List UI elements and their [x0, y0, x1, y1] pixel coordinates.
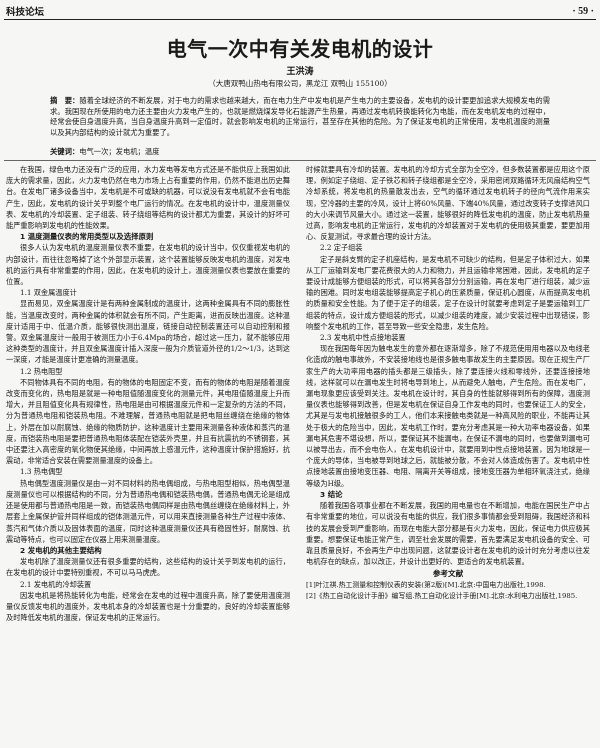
references-heading: 参考文献: [432, 569, 464, 579]
keywords-label: 关键词：: [50, 147, 80, 156]
author-affiliation: （大唐双鸭山热电有限公司，黑龙江 双鸭山 155100）: [208, 79, 392, 88]
body-paragraph: 时候就要具有冷却的装置。发电机的冷却方式全部为全空冷，但多数装置都是应用这个原理…: [306, 165, 590, 242]
body-paragraph: 很多人认为发电机的温度测量仪表不重要，在发电机的设计当中，仅仅重视发电机的内部设…: [6, 243, 290, 287]
running-head: 科技论坛 · 59 ·: [6, 4, 594, 19]
author-name: 王洪涛: [286, 67, 314, 77]
subsection-heading: 1.1 双金属温度计: [20, 288, 77, 298]
abstract-text: 随着全球经济的不断发展，对于电力的需求也越来越大，而在电力生产中发电机是产生电力…: [50, 96, 551, 137]
header-rule: [4, 19, 596, 20]
body-paragraph: 热电偶型温度测量仪是由一对不同材料的热电偶组成，与热电阻型相似，热电偶型温度测量…: [6, 478, 290, 544]
page-number: · 59 ·: [572, 5, 594, 17]
body-paragraph: 发电机除了温度测量仪还有很多重要的结构，这些结构的设计关乎到发电机的运行，在发电…: [6, 557, 290, 578]
subsection-heading: 1.3 热电偶型: [20, 467, 63, 477]
body-paragraph: 因发电机是将热能转化为电能，经常会在发电的过程中温度升高，除了要使用温度测量仪反…: [6, 590, 290, 623]
body-paragraph: 随着我国各项事业都在不断发展，我国的用电量也在不断增加，电能在国民生产中占有非常…: [306, 501, 590, 567]
reference-item: [2]《热工自动化设计手册》编写组.热工自动化设计手册[M].北京:水利电力出版…: [306, 591, 578, 600]
body-paragraph: 现在我国每年因为触电发生的意外都在逐渐增多，除了不规范使用用电器以及电线老化造成…: [306, 344, 590, 488]
abstract-label: 摘 要：: [50, 96, 80, 105]
reference-item: [1]叶江祺.热工测量和控制仪表的安装(第2版)[M].北京:中国电力出版社,1…: [306, 581, 546, 590]
body-paragraph: 显而易见，双金属温度计是有两种金属制成的温度计，这两种金属具有不同的膨胀性能，当…: [6, 299, 290, 365]
subsection-heading: 1.2 热电阻型: [20, 366, 63, 376]
subsection-heading: 2.2 定子组装: [320, 243, 363, 253]
abstract-rule: [4, 160, 596, 161]
keywords: 关键词：电气一次；发电机；温度: [50, 147, 550, 157]
subsection-heading: 2.1 发电机的冷却装置: [20, 579, 92, 589]
body-paragraph: 不同物体具有不同的电阻，有的物体的电阻固定不变，而有的物体的电阻是随着温度改变而…: [6, 377, 290, 466]
section-heading: 3 结论: [320, 489, 343, 499]
section-heading: 2 发电机的其他主要结构: [20, 545, 102, 555]
abstract: 摘 要：随着全球经济的不断发展，对于电力的需求也越来越大，而在电力生产中发电机是…: [50, 96, 550, 138]
journal-section-name: 科技论坛: [6, 7, 45, 18]
body-paragraph: 定子是斜支臂的定子机座结构，是发电机不可缺少的结构，但是定子体积过大，如果从工厂…: [306, 254, 590, 331]
body-paragraph: 在我国，绿色电力还没有广泛的应用，水力发电等发电方式还是不能供应上我国如此庞大的…: [6, 165, 290, 231]
keywords-text: 电气一次；发电机；温度: [79, 147, 160, 156]
paper-title: 电气一次中有关发电机的设计: [166, 37, 434, 61]
subsection-heading: 2.3 发电机中性点接地装置: [320, 333, 406, 343]
left-column: 在我国，绿色电力还没有广泛的应用，水力发电等发电方式还是不能供应上我国如此庞大的…: [6, 164, 290, 744]
section-heading: 1 温度测量仪表的常用类型以及选择原则: [20, 232, 154, 242]
right-column: 时候就要具有冷却的装置。发电机的冷却方式全部为全空冷，但多数装置都是应用这个原理…: [306, 164, 590, 744]
